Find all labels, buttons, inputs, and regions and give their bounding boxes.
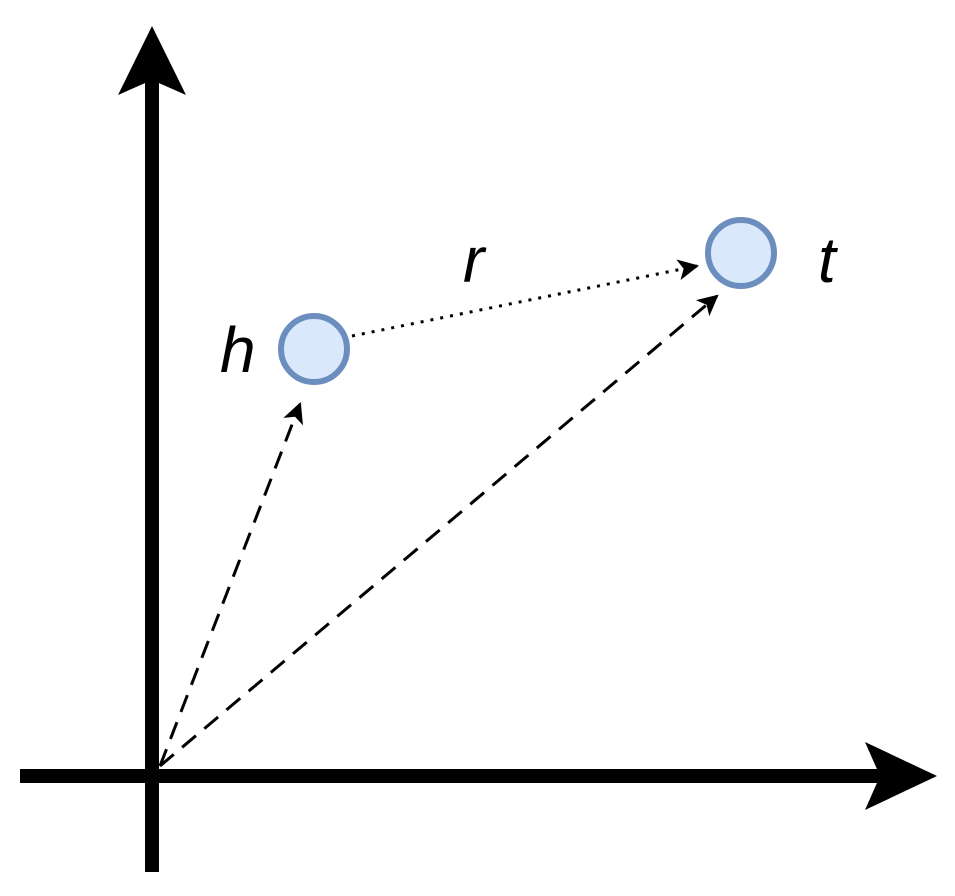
head-label: h [220,314,256,386]
y-axis [118,26,186,872]
x-axis-arrowhead-icon [865,742,937,810]
relation-vector [351,259,700,338]
origin-to-head-vector [158,402,303,767]
origin-to-tail-vector [159,294,719,768]
y-axis-arrowhead-icon [118,26,186,95]
tail-node [705,217,777,289]
x-axis [20,742,937,810]
tail-label: t [818,224,838,296]
relation-label: r [463,224,487,296]
head-node [278,313,350,385]
